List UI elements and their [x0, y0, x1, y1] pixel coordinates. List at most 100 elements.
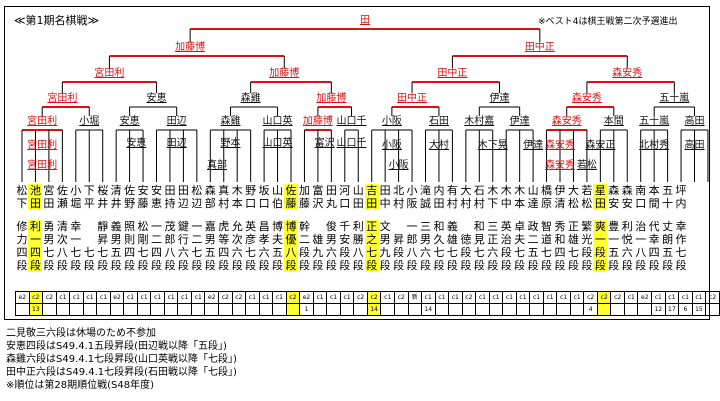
- player-char: 木: [487, 184, 499, 197]
- round-winner-label: 田辺: [166, 138, 187, 149]
- player-char: 六: [621, 246, 633, 259]
- rank-number-cell: [542, 303, 558, 316]
- player-char: 七: [137, 246, 149, 259]
- player-char: 藤: [298, 197, 310, 210]
- player-char: 坪: [675, 184, 687, 197]
- rank-number-cell: [285, 303, 301, 316]
- player-char: 松: [191, 184, 203, 197]
- player-char: 藤: [284, 197, 298, 210]
- player-char: 三: [487, 220, 499, 233]
- player-char: 七: [83, 246, 95, 259]
- rank-number-cell: [312, 303, 328, 316]
- player-char: 段: [284, 259, 298, 272]
- player-char: [257, 210, 271, 220]
- player-char: [445, 210, 459, 220]
- player-char: 男: [204, 233, 216, 246]
- player-char: 段: [245, 259, 257, 272]
- player-char: 坂: [258, 184, 270, 197]
- player-char: [28, 210, 42, 220]
- player-char: 安: [608, 197, 620, 210]
- player-char: 段: [608, 259, 620, 272]
- player-char: 堀: [70, 197, 82, 210]
- player-char: 松: [16, 184, 28, 197]
- footnote: 二見敬三六段は休場のため不参加: [6, 328, 156, 339]
- player-char: 口: [339, 197, 351, 210]
- player-char: 池: [28, 184, 43, 197]
- player-char: 中: [500, 197, 512, 210]
- rank-class-cell: c1: [272, 291, 287, 304]
- player-char: 見: [473, 233, 485, 246]
- player-char: 八: [284, 246, 298, 259]
- rank-number-cell: [245, 303, 260, 316]
- player-char: 段: [364, 259, 379, 272]
- player-char: 段: [487, 259, 499, 272]
- player-char: 村: [218, 197, 230, 210]
- player-char: 悦: [621, 233, 633, 246]
- player-char: 繁: [581, 220, 593, 233]
- player-column: 橋原 智道七段: [540, 184, 554, 272]
- player-char: 代: [648, 220, 660, 233]
- rank-class-cell: c2: [610, 291, 625, 304]
- player-char: 英: [500, 220, 512, 233]
- player-char: 道: [541, 233, 553, 246]
- player-char: 七: [567, 246, 579, 259]
- rank-class-cell: c1: [556, 291, 571, 304]
- player-char: 九: [312, 246, 324, 259]
- player-char: 平: [83, 197, 95, 210]
- player-char: 山: [352, 184, 364, 197]
- player-char: 五: [527, 246, 539, 259]
- player-char: 部: [204, 197, 216, 210]
- player-char: 五: [608, 246, 620, 259]
- player-char: 田: [593, 197, 608, 210]
- player-char: 野: [245, 184, 257, 197]
- player-char: 安: [621, 197, 633, 210]
- round-winner-label: 田中正: [437, 68, 468, 79]
- player-column: 小堀 幸一七段: [69, 184, 83, 272]
- player-char: 村: [460, 197, 472, 210]
- rank-class-cell: c1: [55, 291, 71, 304]
- player-column: 田辺 鍵行六段: [176, 184, 190, 272]
- player-char: 吉: [364, 184, 379, 197]
- player-char: [311, 220, 325, 233]
- player-column: 内田 和久七段: [432, 184, 446, 272]
- player-char: 口: [245, 197, 257, 210]
- player-char: 郎: [406, 233, 418, 246]
- rank-number-cell: 14: [366, 303, 382, 316]
- player-char: 四: [28, 246, 43, 259]
- player-char: 段: [460, 246, 472, 259]
- rank-class-cell: c1: [420, 291, 436, 304]
- player-char: 孝: [258, 233, 270, 246]
- rank-class-cell: c1: [475, 291, 490, 304]
- rank-class-cell: e2: [299, 291, 314, 304]
- player-char: 之: [364, 233, 379, 246]
- player-column: 星田 爽一段段: [593, 184, 608, 272]
- player-column: 野口 英彦七段: [244, 184, 258, 272]
- round-winner-label: 加藤博: [302, 116, 333, 127]
- player-char: 十: [662, 197, 674, 210]
- round-winner-label: 田中正: [524, 42, 555, 53]
- rank-number-cell: [353, 303, 368, 316]
- round-winner-label: 加藤博: [316, 93, 347, 104]
- player-char: 嘉: [204, 220, 216, 233]
- player-char: 七: [675, 246, 687, 259]
- player-char: 宮: [43, 184, 55, 197]
- rank-class-cell: c2: [461, 291, 477, 304]
- player-char: [82, 210, 96, 220]
- player-char: 允: [231, 220, 243, 233]
- player-char: 八: [56, 246, 68, 259]
- rank-number-cell: 4: [583, 303, 598, 316]
- player-char: 田: [379, 184, 391, 197]
- player-char: 瀬: [56, 197, 68, 210]
- player-char: 五: [272, 246, 284, 259]
- player-char: 段: [258, 259, 270, 272]
- player-char: 間: [648, 197, 660, 210]
- rank-class-cell: c1: [312, 291, 328, 304]
- player-char: 靜: [97, 220, 109, 233]
- best4-note: ※ベスト4は棋王戦第二次予選進出: [538, 17, 678, 27]
- round-winner-label: 伊達: [509, 116, 530, 127]
- player-char: 千: [339, 220, 351, 233]
- rank-class-cell: c1: [529, 291, 544, 304]
- player-char: 照: [124, 220, 136, 233]
- rank-number-cell: [380, 303, 395, 316]
